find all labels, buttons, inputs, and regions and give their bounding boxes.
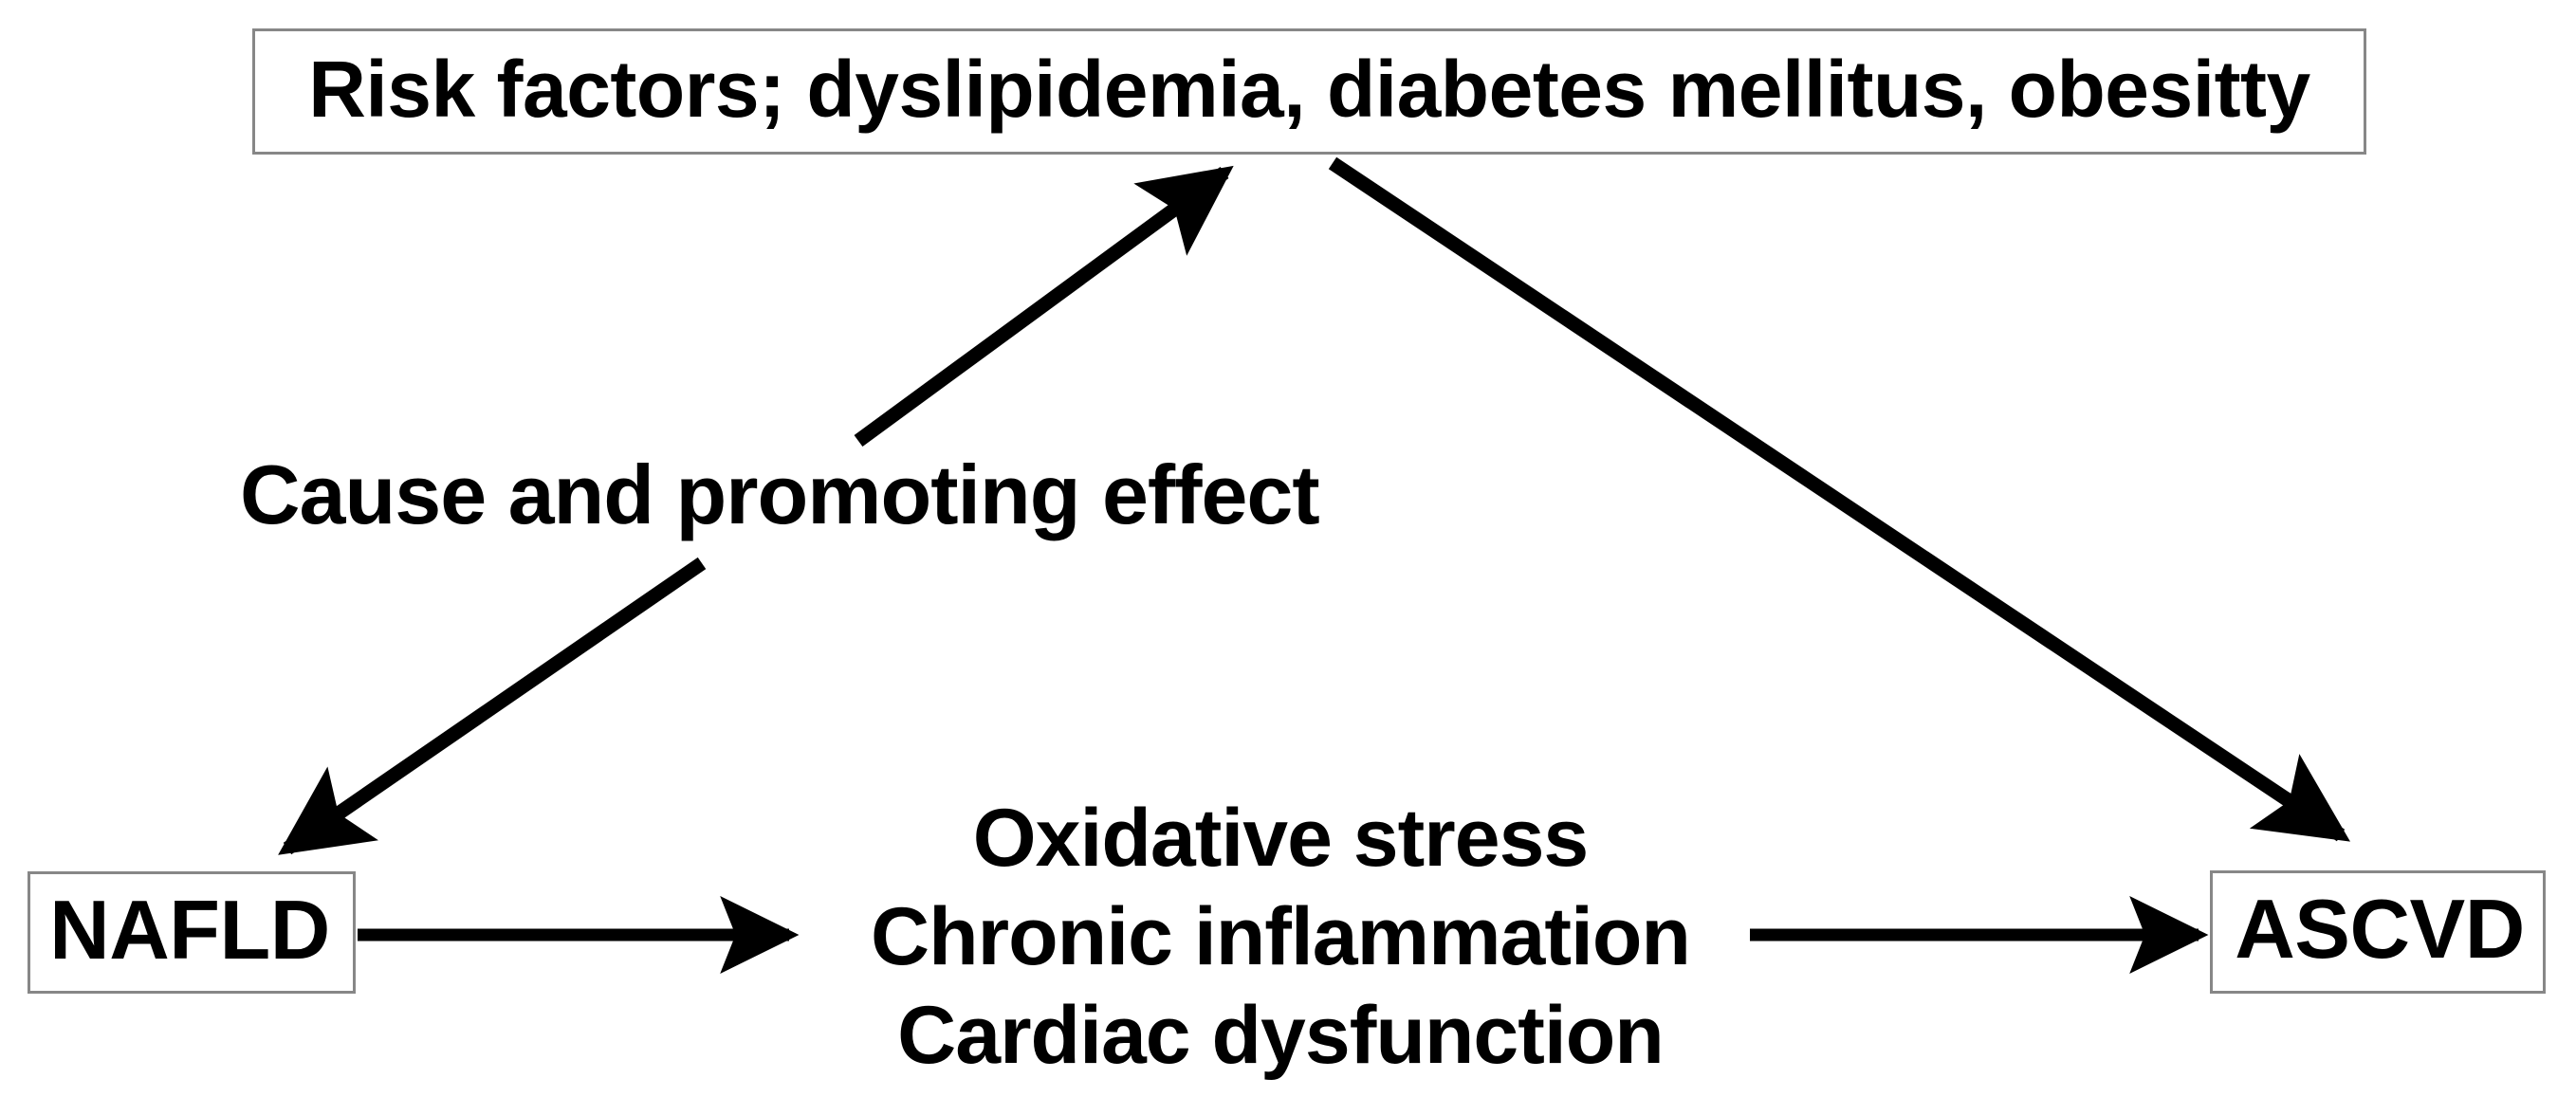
mechanism-line-cardiac-dysfunction: Cardiac dysfunction (897, 990, 1665, 1082)
nafld-label: NAFLD (49, 882, 330, 977)
cause-and-promoting-effect-label: Cause and promoting effect (240, 448, 1320, 541)
mechanism-line-oxidative-stress: Oxidative stress (972, 793, 1589, 884)
ascvd-box: ASCVD (2210, 870, 2546, 994)
edge-cause-to-risk-factors (854, 165, 1234, 448)
risk-factors-label: Risk factors; dyslipidemia, diabetes mel… (308, 44, 2310, 134)
risk-factors-box: Risk factors; dyslipidemia, diabetes mel… (252, 28, 2366, 155)
nafld-box: NAFLD (28, 871, 356, 994)
ascvd-label: ASCVD (2235, 882, 2525, 976)
edge-risk-factors-to-ascvd (1328, 156, 2350, 842)
mechanisms-text-block: Oxidative stress Chronic inflammation Ca… (503, 789, 2058, 1085)
mechanism-line-chronic-inflammation: Chronic inflammation (871, 891, 1691, 983)
